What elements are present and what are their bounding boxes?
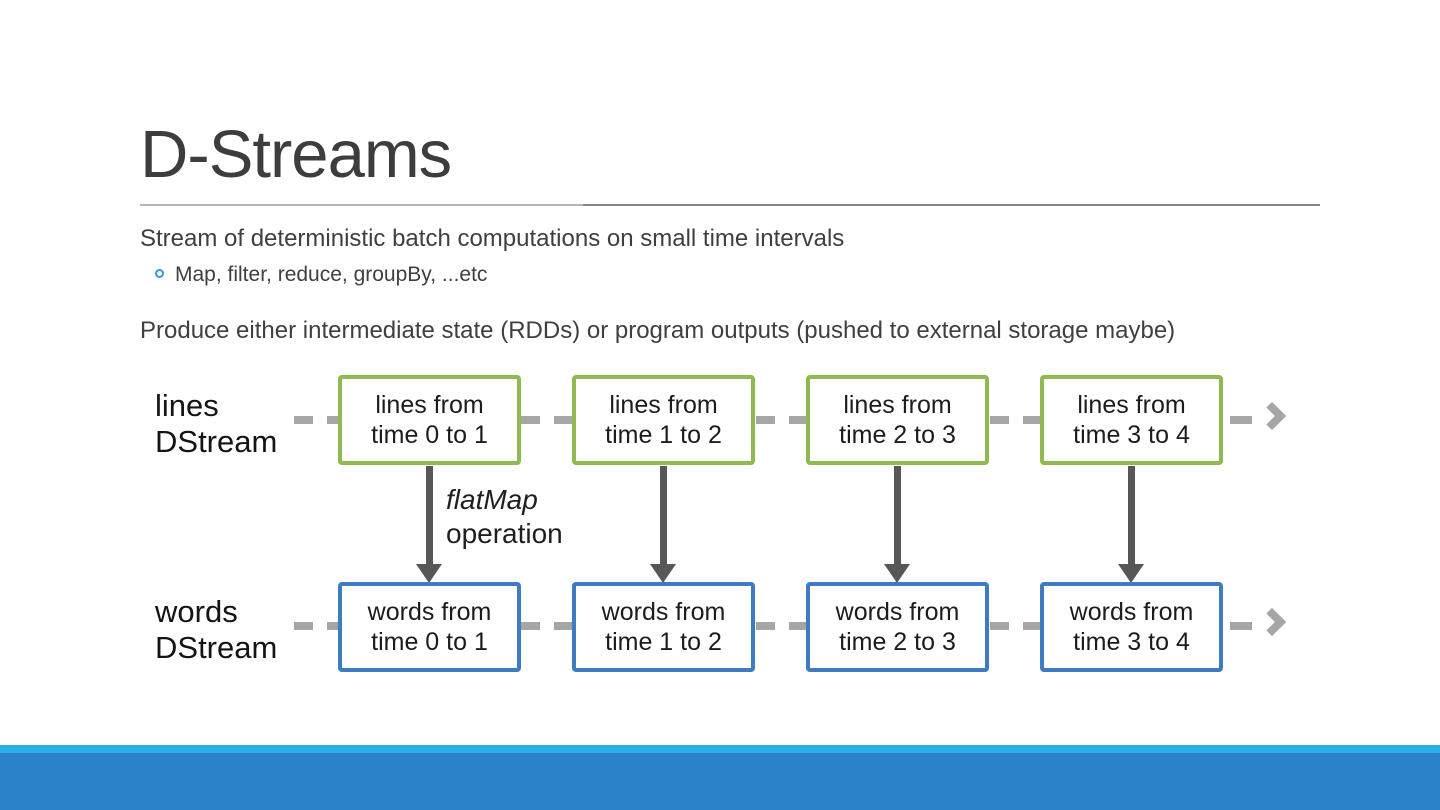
dashed-connector [756, 622, 806, 630]
bullet-text: Map, filter, reduce, groupBy, ...etc [175, 263, 488, 286]
body-text-1: Stream of deterministic batch computatio… [140, 225, 845, 252]
box-text-line2: time 2 to 3 [839, 628, 956, 656]
box-text-line1: lines from [843, 391, 952, 419]
down-arrow [426, 466, 433, 566]
lines-box-0: lines from time 0 to 1 [338, 375, 521, 465]
dashed-connector [990, 416, 1040, 424]
arrow-right-icon [1257, 607, 1287, 637]
words-box-2: words from time 2 to 3 [806, 582, 989, 672]
box-text-line1: words from [1069, 598, 1194, 626]
words-box-3: words from time 3 to 4 [1040, 582, 1223, 672]
box-text-line1: lines from [375, 391, 484, 419]
box-text-line1: words from [835, 598, 960, 626]
box-text-line2: time 0 to 1 [371, 421, 488, 449]
operation-label-text: operation [446, 518, 563, 549]
dashed-connector [990, 622, 1040, 630]
lines-label-line2: DStream [155, 424, 278, 459]
lines-box-2: lines from time 2 to 3 [806, 375, 989, 465]
box-text-line1: words from [367, 598, 492, 626]
dashed-connector [1230, 622, 1252, 630]
footer-band [0, 753, 1440, 810]
words-box-1: words from time 1 to 2 [572, 582, 755, 672]
lines-box-3: lines from time 3 to 4 [1040, 375, 1223, 465]
title-underline-left [140, 204, 583, 206]
arrow-right-icon [1257, 401, 1287, 431]
words-box-0: words from time 0 to 1 [338, 582, 521, 672]
circle-bullet-icon [155, 269, 164, 278]
words-label-line1: words [155, 594, 238, 629]
down-arrowhead-icon [1118, 564, 1144, 583]
down-arrowhead-icon [416, 564, 442, 583]
down-arrow [660, 466, 667, 566]
slide-title: D-Streams [140, 117, 452, 192]
box-text-line2: time 0 to 1 [371, 628, 488, 656]
dashed-connector [294, 622, 338, 630]
box-text-line2: time 1 to 2 [605, 421, 722, 449]
dashed-connector [1230, 416, 1252, 424]
box-text-line2: time 3 to 4 [1073, 421, 1190, 449]
box-text-line1: words from [601, 598, 726, 626]
flatmap-label-italic: flatMap [446, 484, 538, 515]
down-arrowhead-icon [884, 564, 910, 583]
down-arrow [1128, 466, 1135, 566]
box-text-line1: lines from [1077, 391, 1186, 419]
footer-accent-strip [0, 745, 1440, 753]
box-text-line2: time 2 to 3 [839, 421, 956, 449]
lines-dstream-label: lines DStream [155, 388, 277, 460]
words-dstream-label: words DStream [155, 594, 277, 666]
dashed-connector [521, 622, 572, 630]
bullet-item: Map, filter, reduce, groupBy, ...etc [155, 263, 487, 287]
down-arrowhead-icon [650, 564, 676, 583]
lines-label-line1: lines [155, 388, 219, 423]
box-text-line1: lines from [609, 391, 718, 419]
flatmap-operation-label: flatMap operation [446, 483, 563, 551]
dashed-connector [756, 416, 806, 424]
body-text-2: Produce either intermediate state (RDDs)… [140, 317, 1176, 344]
dashed-connector [294, 416, 338, 424]
down-arrow [894, 466, 901, 566]
title-underline-right [583, 204, 1320, 206]
words-label-line2: DStream [155, 630, 278, 665]
box-text-line2: time 1 to 2 [605, 628, 722, 656]
dashed-connector [521, 416, 572, 424]
lines-box-1: lines from time 1 to 2 [572, 375, 755, 465]
box-text-line2: time 3 to 4 [1073, 628, 1190, 656]
